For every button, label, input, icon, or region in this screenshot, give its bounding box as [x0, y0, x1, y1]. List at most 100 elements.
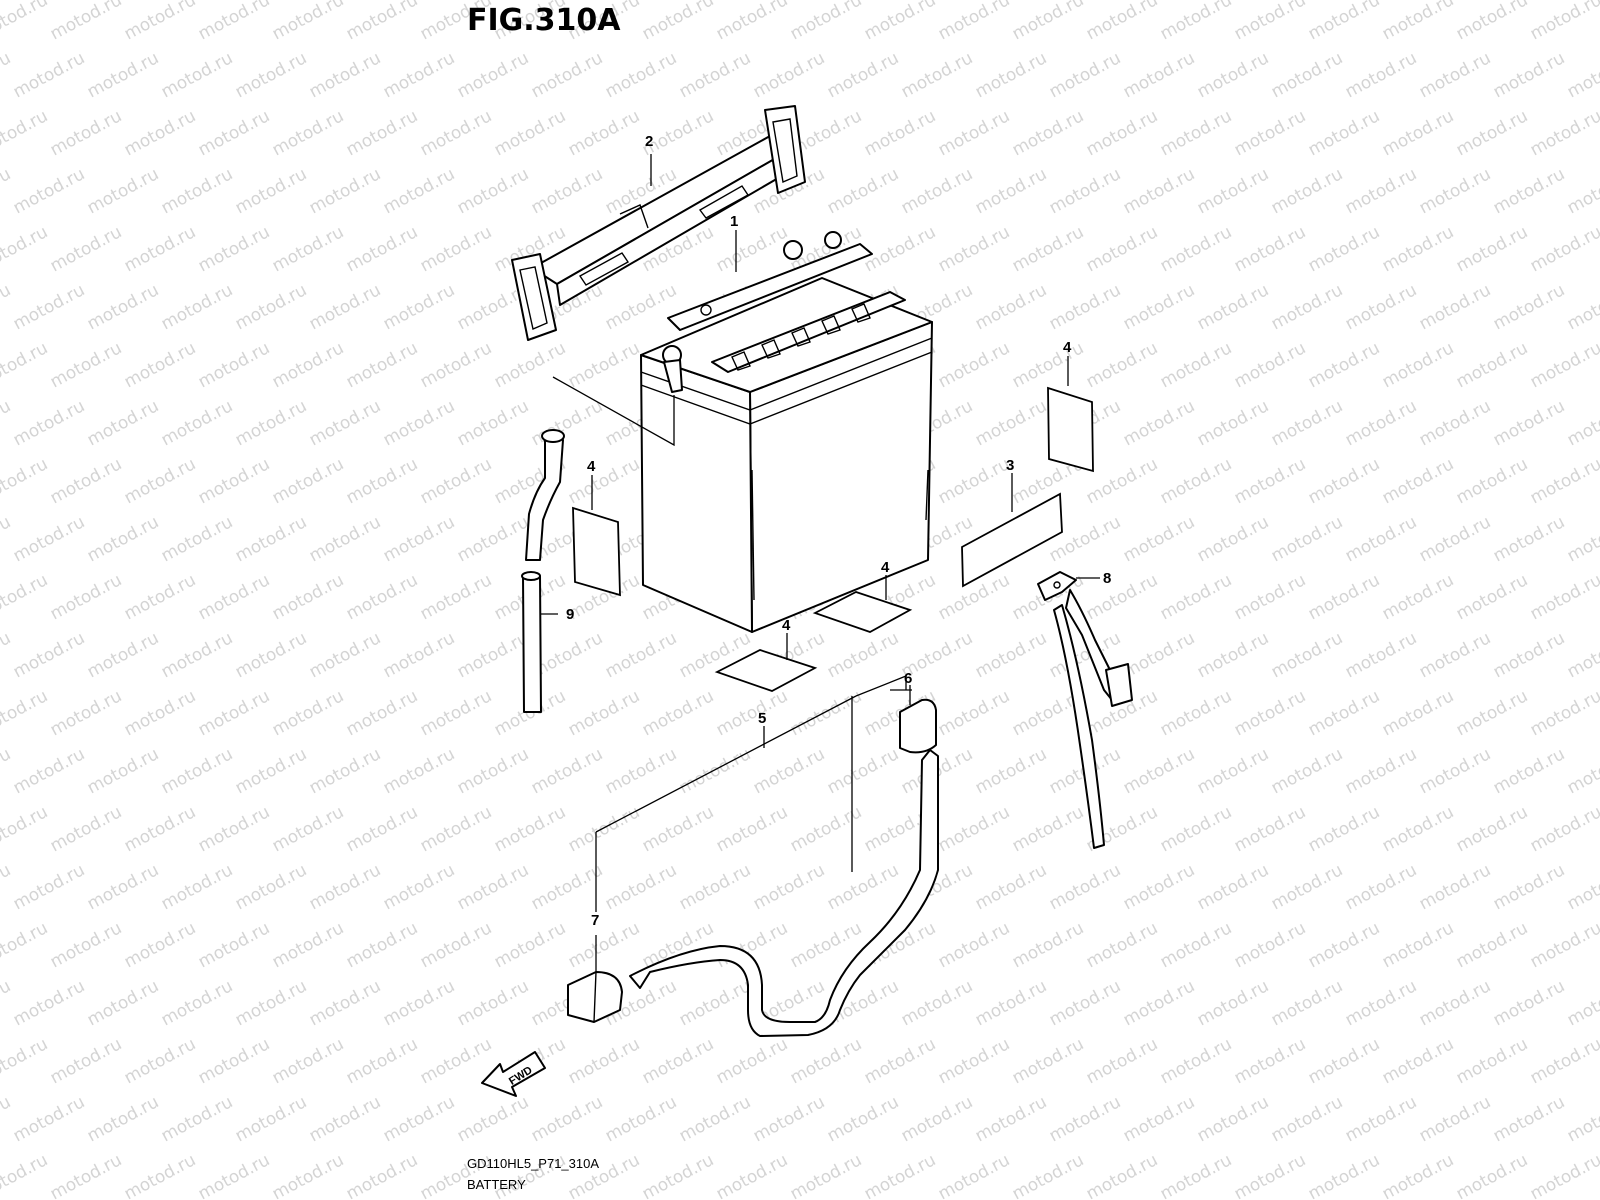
battery-cable-positive[interactable]	[629, 698, 939, 1037]
watermark-text: motod.ru	[1490, 744, 1568, 798]
watermark-text: motod.ru	[824, 860, 902, 914]
watermark-text: motod.ru	[1268, 280, 1346, 334]
watermark-text: motod.ru	[380, 512, 458, 566]
watermark-text: motod.ru	[232, 744, 310, 798]
watermark-text: motod.ru	[343, 570, 421, 624]
cushion-pad-right-top[interactable]	[1047, 386, 1094, 473]
watermark-text: motod.ru	[972, 164, 1050, 218]
cushion-pad-bottom-left[interactable]	[714, 649, 818, 692]
watermark-text: motod.ru	[1490, 860, 1568, 914]
watermark-text: motod.ru	[1194, 396, 1272, 450]
watermark-text: motod.ru	[1009, 1034, 1087, 1088]
watermark-text: motod.ru	[1490, 976, 1568, 1030]
watermark-text: motod.ru	[1046, 164, 1124, 218]
breather-tube[interactable]	[521, 429, 565, 713]
watermark-text: motod.ru	[343, 106, 421, 160]
watermark-text: motod.ru	[898, 48, 976, 102]
watermark-text: motod.ru	[1046, 976, 1124, 1030]
watermark-text: motod.ru	[306, 860, 384, 914]
watermark-text: motod.ru	[1564, 1092, 1600, 1146]
watermark-text: motod.ru	[1305, 1034, 1383, 1088]
watermark-text: motod.ru	[1490, 280, 1568, 334]
watermark-text: motod.ru	[1157, 686, 1235, 740]
watermark-text: motod.ru	[1416, 48, 1494, 102]
cushion-pad-left[interactable]	[572, 506, 621, 597]
callout-7: 7	[591, 912, 599, 929]
watermark-text: motod.ru	[565, 338, 643, 392]
watermark-text: motod.ru	[454, 512, 532, 566]
watermark-text: motod.ru	[84, 976, 162, 1030]
watermark-text: motod.ru	[1342, 628, 1420, 682]
watermark-text: motod.ru	[1009, 222, 1087, 276]
watermark-text: motod.ru	[84, 1092, 162, 1146]
watermark-text: motod.ru	[1527, 1150, 1600, 1200]
watermark-text: motod.ru	[1379, 1150, 1457, 1200]
callout-5: 5	[758, 710, 766, 727]
watermark-text: motod.ru	[343, 686, 421, 740]
callout-8: 8	[1103, 570, 1111, 587]
watermark-text: motod.ru	[676, 860, 754, 914]
leader-lines	[540, 154, 1100, 972]
watermark-text: motod.ru	[158, 976, 236, 1030]
watermark-text: motod.ru	[343, 1034, 421, 1088]
watermark-text: motod.ru	[158, 860, 236, 914]
watermark-text: motod.ru	[84, 280, 162, 334]
watermark-text: motod.ru	[1453, 1034, 1531, 1088]
watermark-text: motod.ru	[750, 860, 828, 914]
watermark-text: motod.ru	[972, 628, 1050, 682]
watermark-text: motod.ru	[528, 860, 606, 914]
watermark-text: motod.ru	[1268, 164, 1346, 218]
watermark-text: motod.ru	[565, 686, 643, 740]
watermark-text: motod.ru	[10, 164, 88, 218]
watermark-text: motod.ru	[10, 744, 88, 798]
watermark-text: motod.ru	[10, 860, 88, 914]
watermark-text: motod.ru	[121, 106, 199, 160]
watermark-text: motod.ru	[935, 222, 1013, 276]
watermark-text: motod.ru	[343, 0, 421, 44]
watermark-text: motod.ru	[1083, 338, 1161, 392]
watermark-text: motod.ru	[1342, 744, 1420, 798]
watermark-text: motod.ru	[676, 976, 754, 1030]
watermark-text: motod.ru	[1490, 396, 1568, 450]
battery-strap[interactable]	[511, 105, 806, 341]
watermark-text: motod.ru	[1268, 396, 1346, 450]
watermark-text: motod.ru	[47, 454, 125, 508]
watermark-text: motod.ru	[269, 802, 347, 856]
watermark-text: motod.ru	[528, 164, 606, 218]
cushion-pad-bottom-right[interactable]	[812, 591, 913, 633]
watermark-text: motod.ru	[158, 512, 236, 566]
battery-label-plate[interactable]	[961, 492, 1063, 588]
watermark-text: motod.ru	[121, 338, 199, 392]
watermark-text: motod.ru	[713, 802, 791, 856]
watermark-text: motod.ru	[121, 1150, 199, 1200]
watermark-text: motod.ru	[343, 338, 421, 392]
figure-title: FIG.310A	[467, 3, 621, 38]
watermark-text: motod.ru	[1083, 222, 1161, 276]
watermark-text: motod.ru	[417, 106, 495, 160]
negative-terminal-cover[interactable]	[567, 971, 623, 1023]
battery[interactable]	[640, 231, 933, 633]
watermark-text: motod.ru	[1231, 686, 1309, 740]
watermark-text: motod.ru	[269, 338, 347, 392]
callout-4d: 4	[782, 617, 791, 634]
watermark-text: motod.ru	[10, 976, 88, 1030]
watermark-text: motod.ru	[343, 802, 421, 856]
watermark-text: motod.ru	[935, 1034, 1013, 1088]
watermark-text: motod.ru	[602, 48, 680, 102]
battery-ground-lead[interactable]	[1037, 571, 1133, 849]
watermark-text: motod.ru	[1194, 280, 1272, 334]
watermark-text: motod.ru	[417, 570, 495, 624]
watermark-text: motod.ru	[1527, 222, 1600, 276]
watermark-text: motod.ru	[47, 222, 125, 276]
watermark-text: motod.ru	[491, 106, 569, 160]
watermark-text: motod.ru	[602, 628, 680, 682]
watermark-text: motod.ru	[1231, 1034, 1309, 1088]
watermark-text: motod.ru	[1527, 0, 1600, 44]
watermark-text: motod.ru	[417, 454, 495, 508]
watermark-text: motod.ru	[1453, 0, 1531, 44]
watermark-text: motod.ru	[454, 744, 532, 798]
watermark-text: motod.ru	[269, 918, 347, 972]
watermark-text: motod.ru	[10, 48, 88, 102]
watermark-text: motod.ru	[269, 106, 347, 160]
watermark-text: motod.ru	[1527, 570, 1600, 624]
